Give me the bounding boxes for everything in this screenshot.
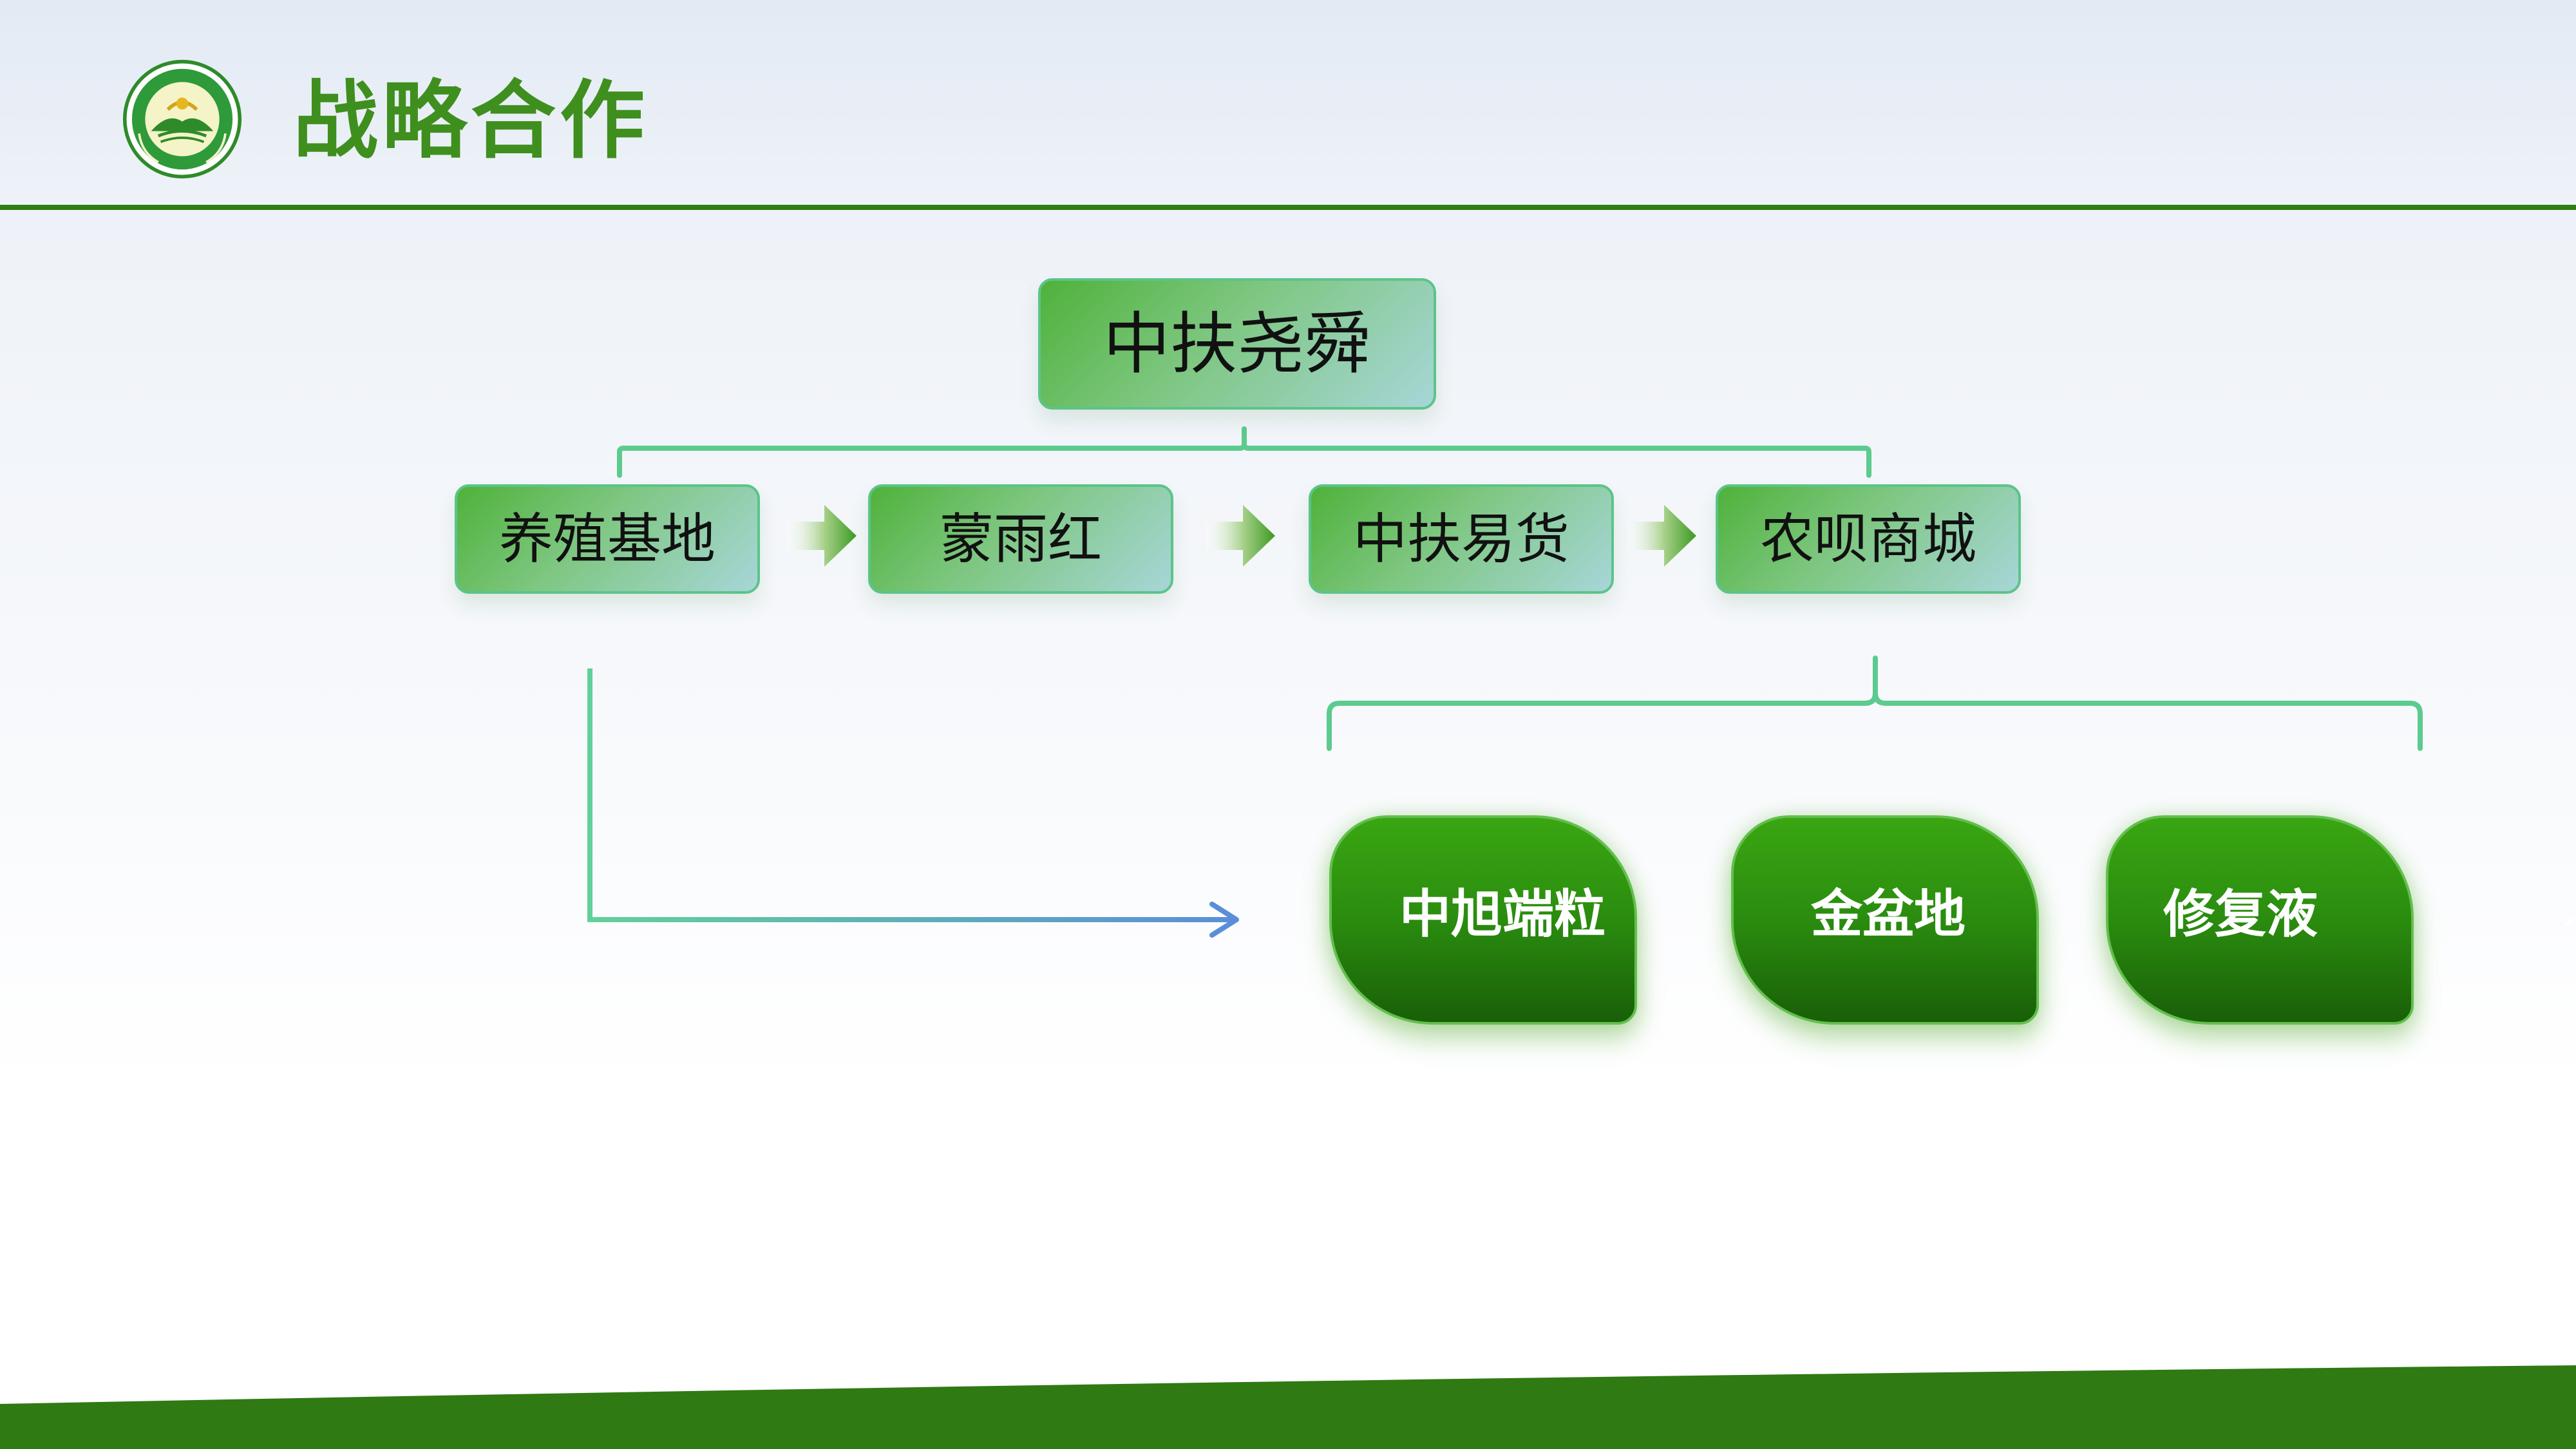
chevron-right-icon <box>787 505 857 567</box>
chain-node-barter: 中扶易货 <box>1309 484 1614 594</box>
leaf-node-jinpendi: 金盆地 <box>1731 815 2039 1025</box>
leaf-label: 修复液 <box>2163 884 2318 944</box>
page-title: 战略合作 <box>293 71 649 171</box>
chain-node-mengyuhong: 蒙雨红 <box>868 484 1173 594</box>
footer-wave <box>0 1365 2576 1449</box>
chevron-right-icon <box>1206 505 1275 567</box>
leaf-node-repair-liquid: 修复液 <box>2106 815 2414 1025</box>
emblem-logo-icon <box>122 59 242 179</box>
root-bracket <box>617 426 1871 478</box>
leaves-bracket <box>1327 656 2423 751</box>
chain-node-mall: 农呗商城 <box>1716 484 2021 594</box>
leaf-node-telomere: 中旭端粒 <box>1329 815 1637 1025</box>
chain-node-breeding-base: 养殖基地 <box>455 484 760 594</box>
leaf-label: 中旭端粒 <box>1399 884 1605 944</box>
root-node: 中扶尧舜 <box>1038 278 1436 410</box>
header-divider <box>0 205 2576 210</box>
leaf-label: 金盆地 <box>1811 884 1965 944</box>
flow-arrow-head <box>1209 902 1239 938</box>
chevron-right-icon <box>1627 505 1696 567</box>
flow-arrow-line <box>587 668 1233 922</box>
